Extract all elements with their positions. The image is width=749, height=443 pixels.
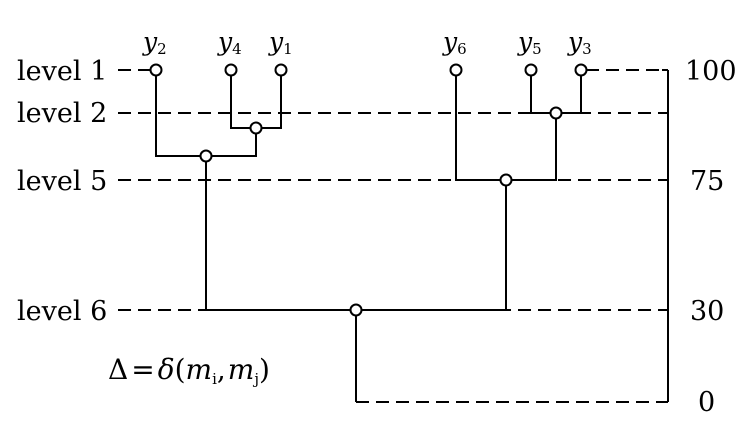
distance-formula: Δ=δ(mi,mj) bbox=[108, 353, 270, 388]
leaf-label-y5: y5 bbox=[517, 27, 542, 58]
merge-node-y6-cluster bbox=[499, 173, 513, 187]
value-0-label: 0 bbox=[698, 387, 715, 418]
leaf-node-y3 bbox=[574, 63, 588, 77]
level-2-label: level 2 bbox=[17, 98, 107, 129]
value-30-label: 30 bbox=[690, 296, 724, 327]
branch-y6-cluster bbox=[455, 70, 557, 181]
value-100-label: 100 bbox=[685, 56, 737, 87]
leaf-label-y4: y4 bbox=[217, 27, 242, 58]
merge-node-y2-cluster bbox=[199, 149, 213, 163]
leaf-node-y2 bbox=[149, 63, 163, 77]
level-6-label: level 6 bbox=[17, 296, 107, 327]
level-1-label: level 1 bbox=[17, 56, 107, 87]
branch-y4-y1 bbox=[230, 70, 282, 129]
leaf-node-y5 bbox=[524, 63, 538, 77]
leaf-node-y6 bbox=[449, 63, 463, 77]
leaf-node-y1 bbox=[274, 63, 288, 77]
merge-node-y4-y1 bbox=[249, 121, 263, 135]
value-75-label: 75 bbox=[690, 166, 724, 197]
root-node bbox=[349, 303, 363, 317]
leaf-label-y3: y3 bbox=[567, 27, 592, 58]
leaf-label-y2: y2 bbox=[142, 27, 167, 58]
level-5-label: level 5 bbox=[17, 166, 107, 197]
leaf-label-y6: y6 bbox=[442, 27, 467, 58]
dendrogram-nodes bbox=[149, 63, 588, 317]
merge-node-y5-y3 bbox=[549, 106, 563, 120]
leaf-label-y1: y1 bbox=[268, 27, 293, 58]
leaf-node-y4 bbox=[224, 63, 238, 77]
